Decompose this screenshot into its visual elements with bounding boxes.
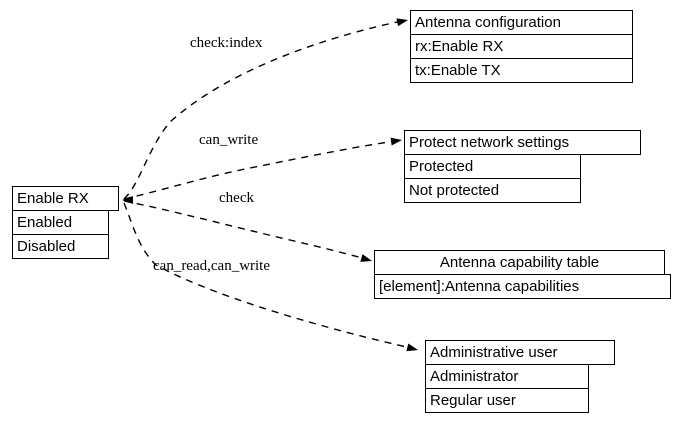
edge-check-line bbox=[123, 200, 367, 260]
node-row: tx:Enable TX bbox=[410, 58, 633, 83]
node-header-antenna-configuration: Antenna configuration bbox=[410, 10, 633, 35]
node-row: [element]:Antenna capabilities bbox=[374, 274, 671, 299]
edge-check-index-label: check:index bbox=[190, 35, 263, 51]
node-row: Enabled bbox=[12, 210, 109, 235]
node-antenna-capability-table: Antenna capability table[element]:Antenn… bbox=[374, 250, 671, 299]
edge-can-write-line bbox=[123, 140, 397, 200]
edge-check-label: check bbox=[219, 190, 254, 206]
enable-rx-incoming-arrowhead bbox=[122, 196, 133, 204]
edge-can-read-can-write-arrowhead bbox=[406, 343, 418, 352]
edge-can-write-arrowhead bbox=[390, 137, 402, 146]
edge-check-arrowhead bbox=[360, 254, 372, 262]
node-row: rx:Enable RX bbox=[410, 34, 633, 59]
edge-can-write-label: can_write bbox=[199, 132, 259, 148]
edge-can-read-can-write-line bbox=[123, 202, 412, 349]
node-header-administrative-user: Administrative user bbox=[425, 340, 615, 365]
edge-check-index-line bbox=[123, 20, 403, 200]
node-header-antenna-capability-table: Antenna capability table bbox=[374, 250, 665, 275]
node-row: Administrator bbox=[425, 364, 589, 389]
node-row: Not protected bbox=[404, 178, 581, 203]
node-header-enable-rx: Enable RX bbox=[12, 186, 119, 211]
node-header-protect-network-settings: Protect network settings bbox=[404, 130, 641, 155]
node-row: Protected bbox=[404, 154, 581, 179]
node-row: Regular user bbox=[425, 388, 589, 413]
edge-check-index-arrowhead bbox=[396, 18, 408, 27]
node-row: Disabled bbox=[12, 234, 109, 259]
edge-can-read-can-write-label: can_read,can_write bbox=[153, 258, 271, 274]
